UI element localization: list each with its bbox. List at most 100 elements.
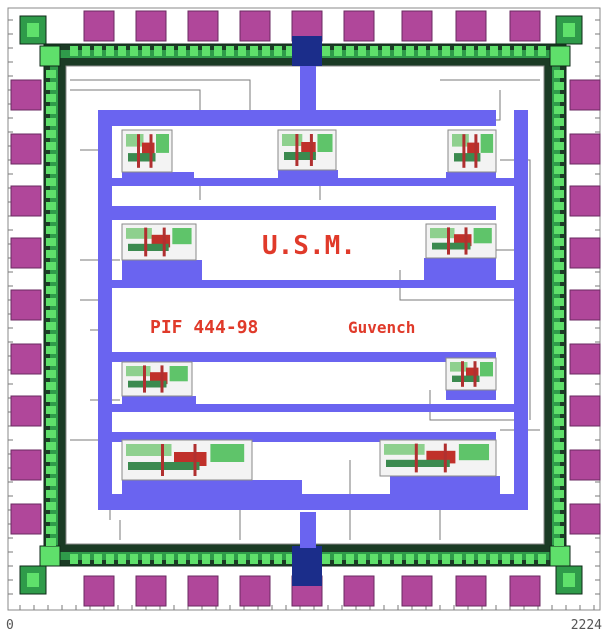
io-cell bbox=[334, 554, 342, 564]
io-cell bbox=[118, 46, 126, 56]
cell-diffusion bbox=[452, 134, 469, 147]
bond-pad bbox=[239, 575, 271, 607]
bond-pad bbox=[83, 575, 115, 607]
cell-diffusion bbox=[480, 134, 494, 153]
io-cell bbox=[46, 370, 56, 378]
io-cell bbox=[322, 554, 330, 564]
io-cell bbox=[46, 142, 56, 150]
io-cell bbox=[46, 298, 56, 306]
io-cell bbox=[538, 554, 546, 564]
io-cell bbox=[554, 370, 564, 378]
cell-metal bbox=[386, 459, 450, 467]
io-cell bbox=[554, 358, 564, 366]
bond-pad bbox=[10, 133, 42, 165]
corner-cells bbox=[19, 15, 583, 595]
io-cell bbox=[538, 46, 546, 56]
io-cell bbox=[178, 46, 186, 56]
cell-blocks bbox=[121, 129, 497, 481]
io-cell bbox=[554, 214, 564, 222]
cell-gate bbox=[295, 134, 299, 166]
io-cell bbox=[370, 554, 378, 564]
io-cell bbox=[94, 46, 102, 56]
cell-diffusion bbox=[430, 228, 455, 239]
io-cell bbox=[454, 554, 462, 564]
io-cell bbox=[554, 442, 564, 450]
cell-gate bbox=[143, 365, 146, 393]
io-cell bbox=[190, 46, 198, 56]
cell-gate bbox=[464, 227, 468, 255]
io-cell bbox=[46, 454, 56, 462]
io-cell bbox=[554, 262, 564, 270]
io-cell bbox=[46, 94, 56, 102]
cell-gate bbox=[447, 227, 450, 255]
io-cell bbox=[46, 214, 56, 222]
io-cell bbox=[526, 554, 534, 564]
bond-pad bbox=[569, 343, 601, 375]
bond-pad bbox=[509, 575, 541, 607]
cell-diffusion bbox=[458, 444, 490, 461]
bond-pad bbox=[569, 503, 601, 535]
io-cell bbox=[554, 406, 564, 414]
bond-pad bbox=[135, 10, 167, 42]
io-cell bbox=[46, 442, 56, 450]
io-cell bbox=[226, 554, 234, 564]
io-cell bbox=[382, 46, 390, 56]
io-cell bbox=[514, 554, 522, 564]
cell-gate bbox=[414, 443, 418, 473]
cell-diffusion bbox=[480, 362, 493, 377]
cell-gate bbox=[162, 227, 166, 257]
cell-gate bbox=[144, 227, 148, 257]
io-cell bbox=[502, 554, 510, 564]
io-cell bbox=[554, 394, 564, 402]
io-cell bbox=[226, 46, 234, 56]
io-cell bbox=[46, 526, 56, 534]
io-cell bbox=[406, 46, 414, 56]
io-cell bbox=[554, 514, 564, 522]
io-cell bbox=[46, 394, 56, 402]
io-cell bbox=[406, 554, 414, 564]
io-cell bbox=[214, 46, 222, 56]
io-cell bbox=[70, 46, 78, 56]
bond-pad bbox=[343, 10, 375, 42]
io-cell bbox=[418, 46, 426, 56]
bond-pad bbox=[10, 449, 42, 481]
io-cell bbox=[554, 118, 564, 126]
io-cell bbox=[46, 82, 56, 90]
io-cell bbox=[478, 554, 486, 564]
cell-diffusion bbox=[172, 228, 192, 245]
io-cell bbox=[370, 46, 378, 56]
io-cell bbox=[554, 418, 564, 426]
io-cell bbox=[46, 382, 56, 390]
io-cell bbox=[554, 382, 564, 390]
io-cell bbox=[46, 70, 56, 78]
cell-metal bbox=[432, 242, 471, 250]
io-cell bbox=[490, 46, 498, 56]
io-cell bbox=[46, 166, 56, 174]
cell-diffusion bbox=[126, 444, 172, 456]
io-cell bbox=[334, 46, 342, 56]
io-cell bbox=[554, 538, 564, 546]
bond-pad bbox=[135, 575, 167, 607]
bond-pad bbox=[239, 10, 271, 42]
cell-gate bbox=[161, 444, 164, 476]
io-cell bbox=[554, 298, 564, 306]
io-cell bbox=[106, 554, 114, 564]
io-cell bbox=[554, 502, 564, 510]
io-cell bbox=[238, 46, 246, 56]
io-cell bbox=[554, 526, 564, 534]
bond-pad bbox=[343, 575, 375, 607]
cell-metal bbox=[128, 243, 169, 251]
io-cell bbox=[554, 166, 564, 174]
cell-gate bbox=[149, 134, 153, 168]
io-cell bbox=[554, 226, 564, 234]
io-cell bbox=[526, 46, 534, 56]
cell-gate bbox=[160, 365, 164, 393]
io-cell bbox=[286, 46, 294, 56]
scale-min-label: 0 bbox=[6, 618, 14, 633]
io-cell bbox=[46, 178, 56, 186]
bond-pad bbox=[569, 185, 601, 217]
io-cell bbox=[94, 554, 102, 564]
scale-max-label: 2224 bbox=[570, 618, 602, 633]
power-grid bbox=[98, 110, 528, 510]
cell-diffusion bbox=[169, 366, 188, 382]
